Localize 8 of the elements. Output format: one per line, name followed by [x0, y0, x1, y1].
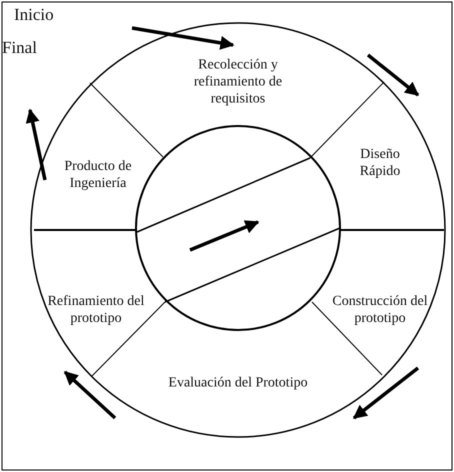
segment-label: Evaluación del Prototipo — [168, 374, 308, 392]
segment-label: Refinamiento del prototipo — [46, 293, 146, 327]
cycle-label: Final — [2, 38, 37, 58]
cycle-label: Inicio — [14, 5, 54, 25]
segment-label: Diseño Rápido — [340, 146, 420, 180]
segment-label: Recolección y refinamiento de requisitos — [173, 56, 303, 108]
segment-label: Producto de Ingeniería — [53, 158, 143, 192]
segment-label: Construcción del prototipo — [330, 293, 430, 327]
